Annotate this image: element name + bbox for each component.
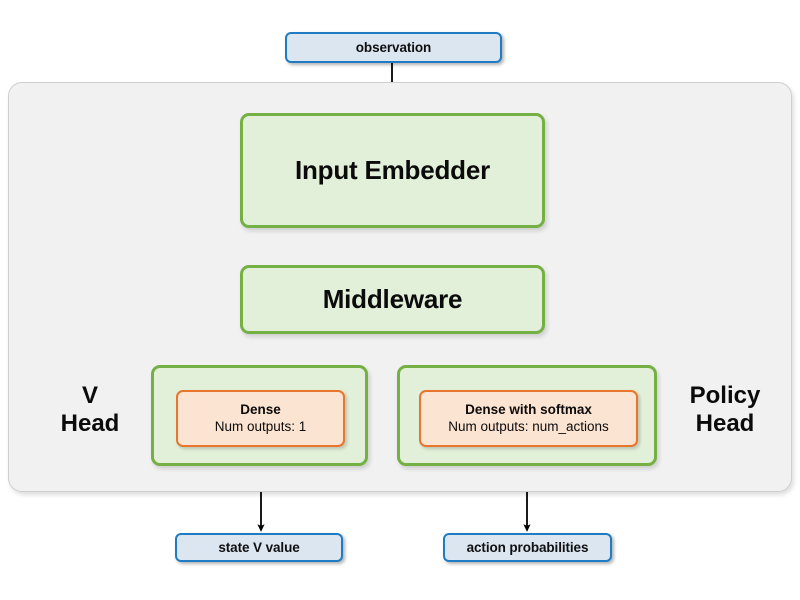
node-dense-policy-subtitle: Num outputs: num_actions — [448, 418, 609, 434]
node-dense-v-subtitle: Num outputs: 1 — [214, 418, 307, 434]
node-dense-v[interactable]: Dense Num outputs: 1 — [176, 390, 345, 447]
node-input-embedder[interactable]: Input Embedder — [240, 113, 545, 228]
node-action-probabilities-label: action probabilities — [466, 540, 589, 555]
node-state-v-value[interactable]: state V value — [175, 533, 343, 562]
node-observation-label: observation — [355, 40, 432, 55]
label-policy-head: Policy Head — [689, 382, 761, 437]
node-middleware-label: Middleware — [322, 284, 463, 314]
node-action-probabilities[interactable]: action probabilities — [443, 533, 612, 562]
node-state-v-value-label: state V value — [218, 540, 300, 555]
node-middleware[interactable]: Middleware — [240, 265, 545, 334]
node-dense-policy[interactable]: Dense with softmax Num outputs: num_acti… — [419, 390, 638, 447]
node-input-embedder-label: Input Embedder — [294, 155, 491, 185]
node-dense-v-title: Dense — [240, 401, 281, 417]
node-observation[interactable]: observation — [285, 32, 502, 63]
label-v-head: V Head — [60, 382, 120, 437]
node-dense-policy-title: Dense with softmax — [465, 401, 592, 417]
